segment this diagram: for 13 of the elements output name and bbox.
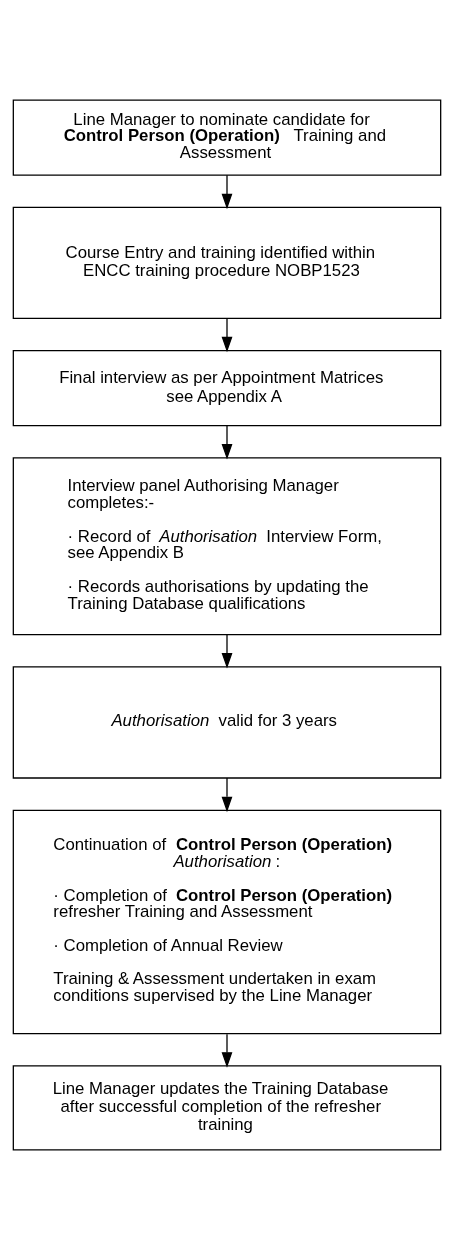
node-box: Authorisation valid for 3 years: [12, 666, 442, 779]
arrow: [221, 318, 233, 353]
node-box: Interview panel Authorising Manager completes:- · Record of Authorisation Interview Form, see Appendix B · Records authorisations by updating the Training Database qualifications: [12, 457, 442, 636]
arrow: [221, 777, 233, 813]
node-box: Course Entry and training identified within ENCC training procedure NOBP1523: [12, 206, 442, 319]
arrow: [221, 1033, 233, 1068]
arrow: [221, 425, 233, 460]
node-box: Line Manager updates the Training Database after successful completion of the refresher training: [12, 1065, 442, 1151]
arrow: [221, 174, 233, 210]
node-box: Line Manager to nominate candidate for Control Person (Operation) Training and Assessment: [12, 99, 442, 176]
node-box: Final interview as per Appointment Matrices see Appendix A: [12, 350, 442, 427]
arrow: [221, 634, 233, 669]
node-box: Continuation of Control Person (Operation) Authorisation: · Completion of Control Person (Operation) refresher Training and Assessment · Completion of Annual Review Training & Assessment undertaken in exam conditions supervised by the Line Manager: [12, 809, 442, 1035]
